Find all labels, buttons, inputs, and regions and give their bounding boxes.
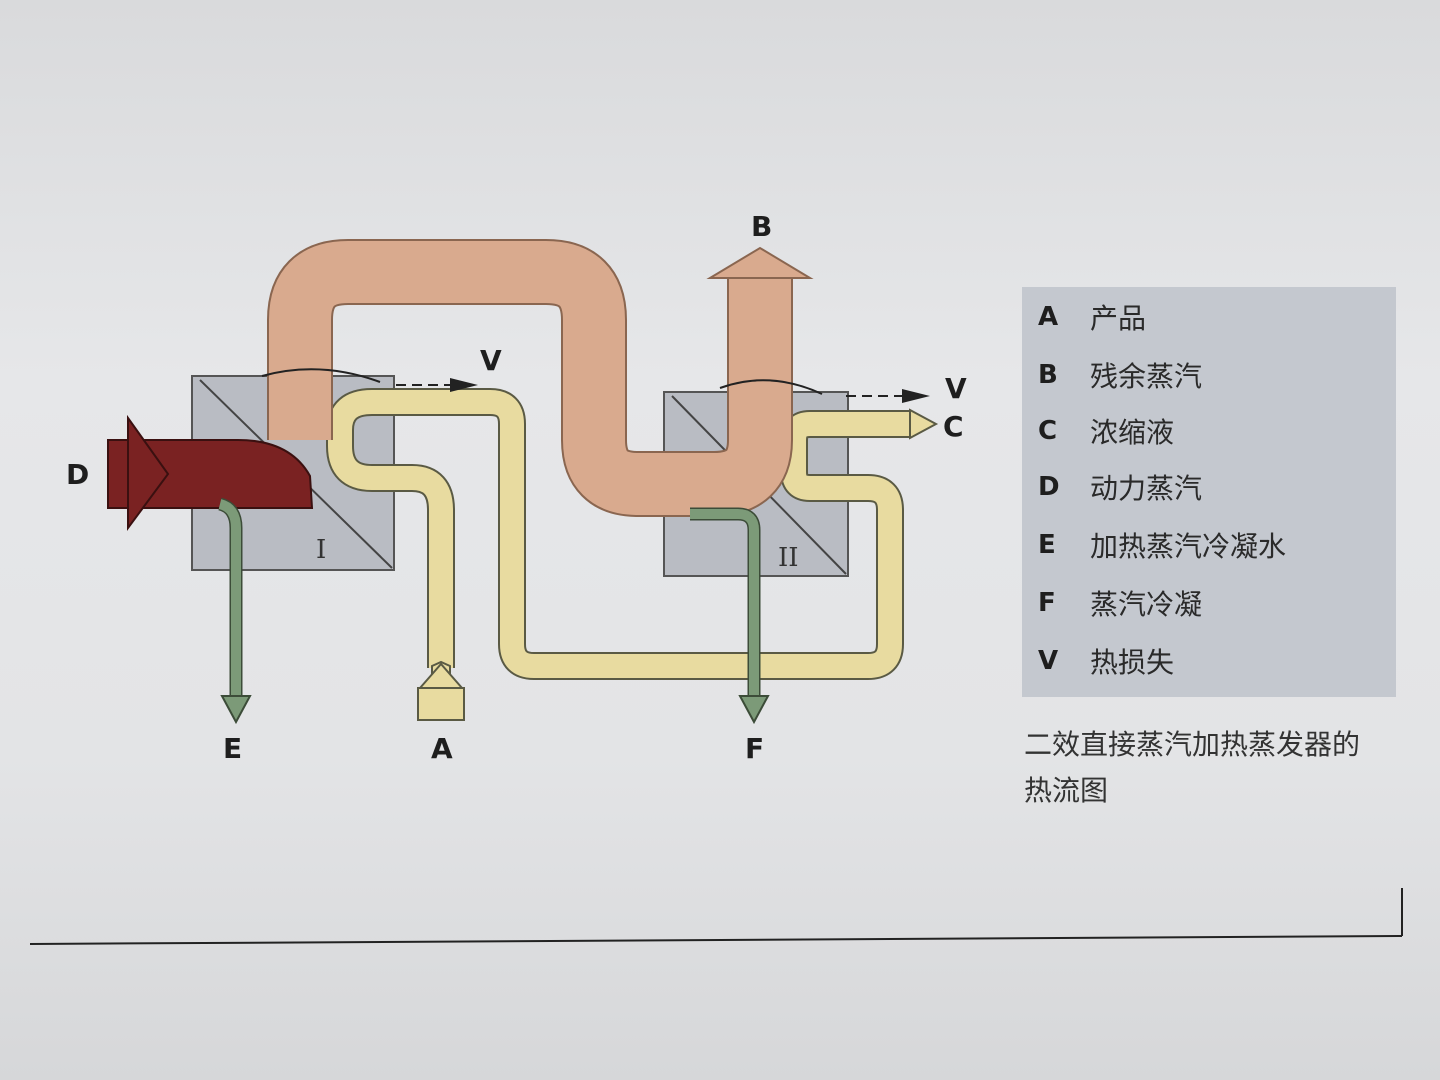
legend-key: F (1038, 588, 1056, 618)
legend: A 产品 B 残余蒸汽 C 浓缩液 D 动力蒸汽 E 加热蒸汽冷凝水 F 蒸汽冷… (1022, 287, 1396, 697)
heat-loss-arrow-2 (719, 379, 930, 403)
condensate-flow-F (690, 507, 761, 700)
legend-item-v: V 热损失 (1038, 641, 1174, 681)
label-A: A (431, 732, 453, 765)
legend-item-d: D 动力蒸汽 (1038, 467, 1202, 507)
legend-item-e: E 加热蒸汽冷凝水 (1038, 525, 1286, 565)
residual-steam-arrow (706, 246, 814, 279)
legend-text: 热损失 (1090, 646, 1175, 679)
legend-item-a: A 产品 (1038, 297, 1146, 337)
legend-item-f: F 蒸汽冷凝 (1038, 583, 1202, 623)
label-V-2: V (945, 372, 967, 405)
legend-text: 加热蒸汽冷凝水 (1090, 530, 1287, 563)
legend-item-b: B 残余蒸汽 (1038, 355, 1202, 395)
legend-text: 浓缩液 (1090, 416, 1175, 449)
legend-key: D (1038, 472, 1060, 502)
label-E: E (223, 732, 242, 765)
bottom-rule (29, 935, 1403, 945)
figure-caption: 二效直接蒸汽加热蒸发器的 热流图 (1024, 722, 1424, 814)
label-V-1: V (480, 344, 502, 377)
label-B: B (751, 210, 772, 243)
concentrate-outlet-arrow (909, 408, 939, 440)
legend-text: 残余蒸汽 (1090, 360, 1203, 393)
legend-key: C (1038, 416, 1058, 446)
condensate-arrow-E (220, 695, 252, 725)
legend-item-c: C 浓缩液 (1038, 411, 1174, 451)
legend-key: E (1038, 530, 1056, 560)
evaporator-2-label: II (778, 543, 799, 573)
caption-line-2: 热流图 (1024, 774, 1109, 807)
legend-text: 动力蒸汽 (1090, 472, 1203, 505)
caption-line-1: 二效直接蒸汽加热蒸发器的 (1024, 728, 1361, 761)
label-C: C (943, 410, 964, 443)
product-inlet-arrow (417, 660, 465, 721)
vapor-flow (267, 239, 793, 517)
legend-key: V (1038, 646, 1059, 676)
legend-text: 蒸汽冷凝 (1090, 588, 1203, 621)
evaporator-1-label: I (316, 535, 326, 565)
label-F: F (745, 732, 764, 765)
legend-key: B (1038, 360, 1058, 390)
drive-steam-flow (107, 414, 314, 532)
heat-loss-arrow-1 (261, 368, 478, 392)
legend-key: A (1038, 302, 1059, 332)
condensate-flow-E (217, 497, 243, 700)
legend-text: 产品 (1090, 302, 1147, 335)
condensate-arrow-F (738, 695, 770, 725)
label-D: D (66, 458, 89, 491)
product-flow (326, 388, 912, 680)
